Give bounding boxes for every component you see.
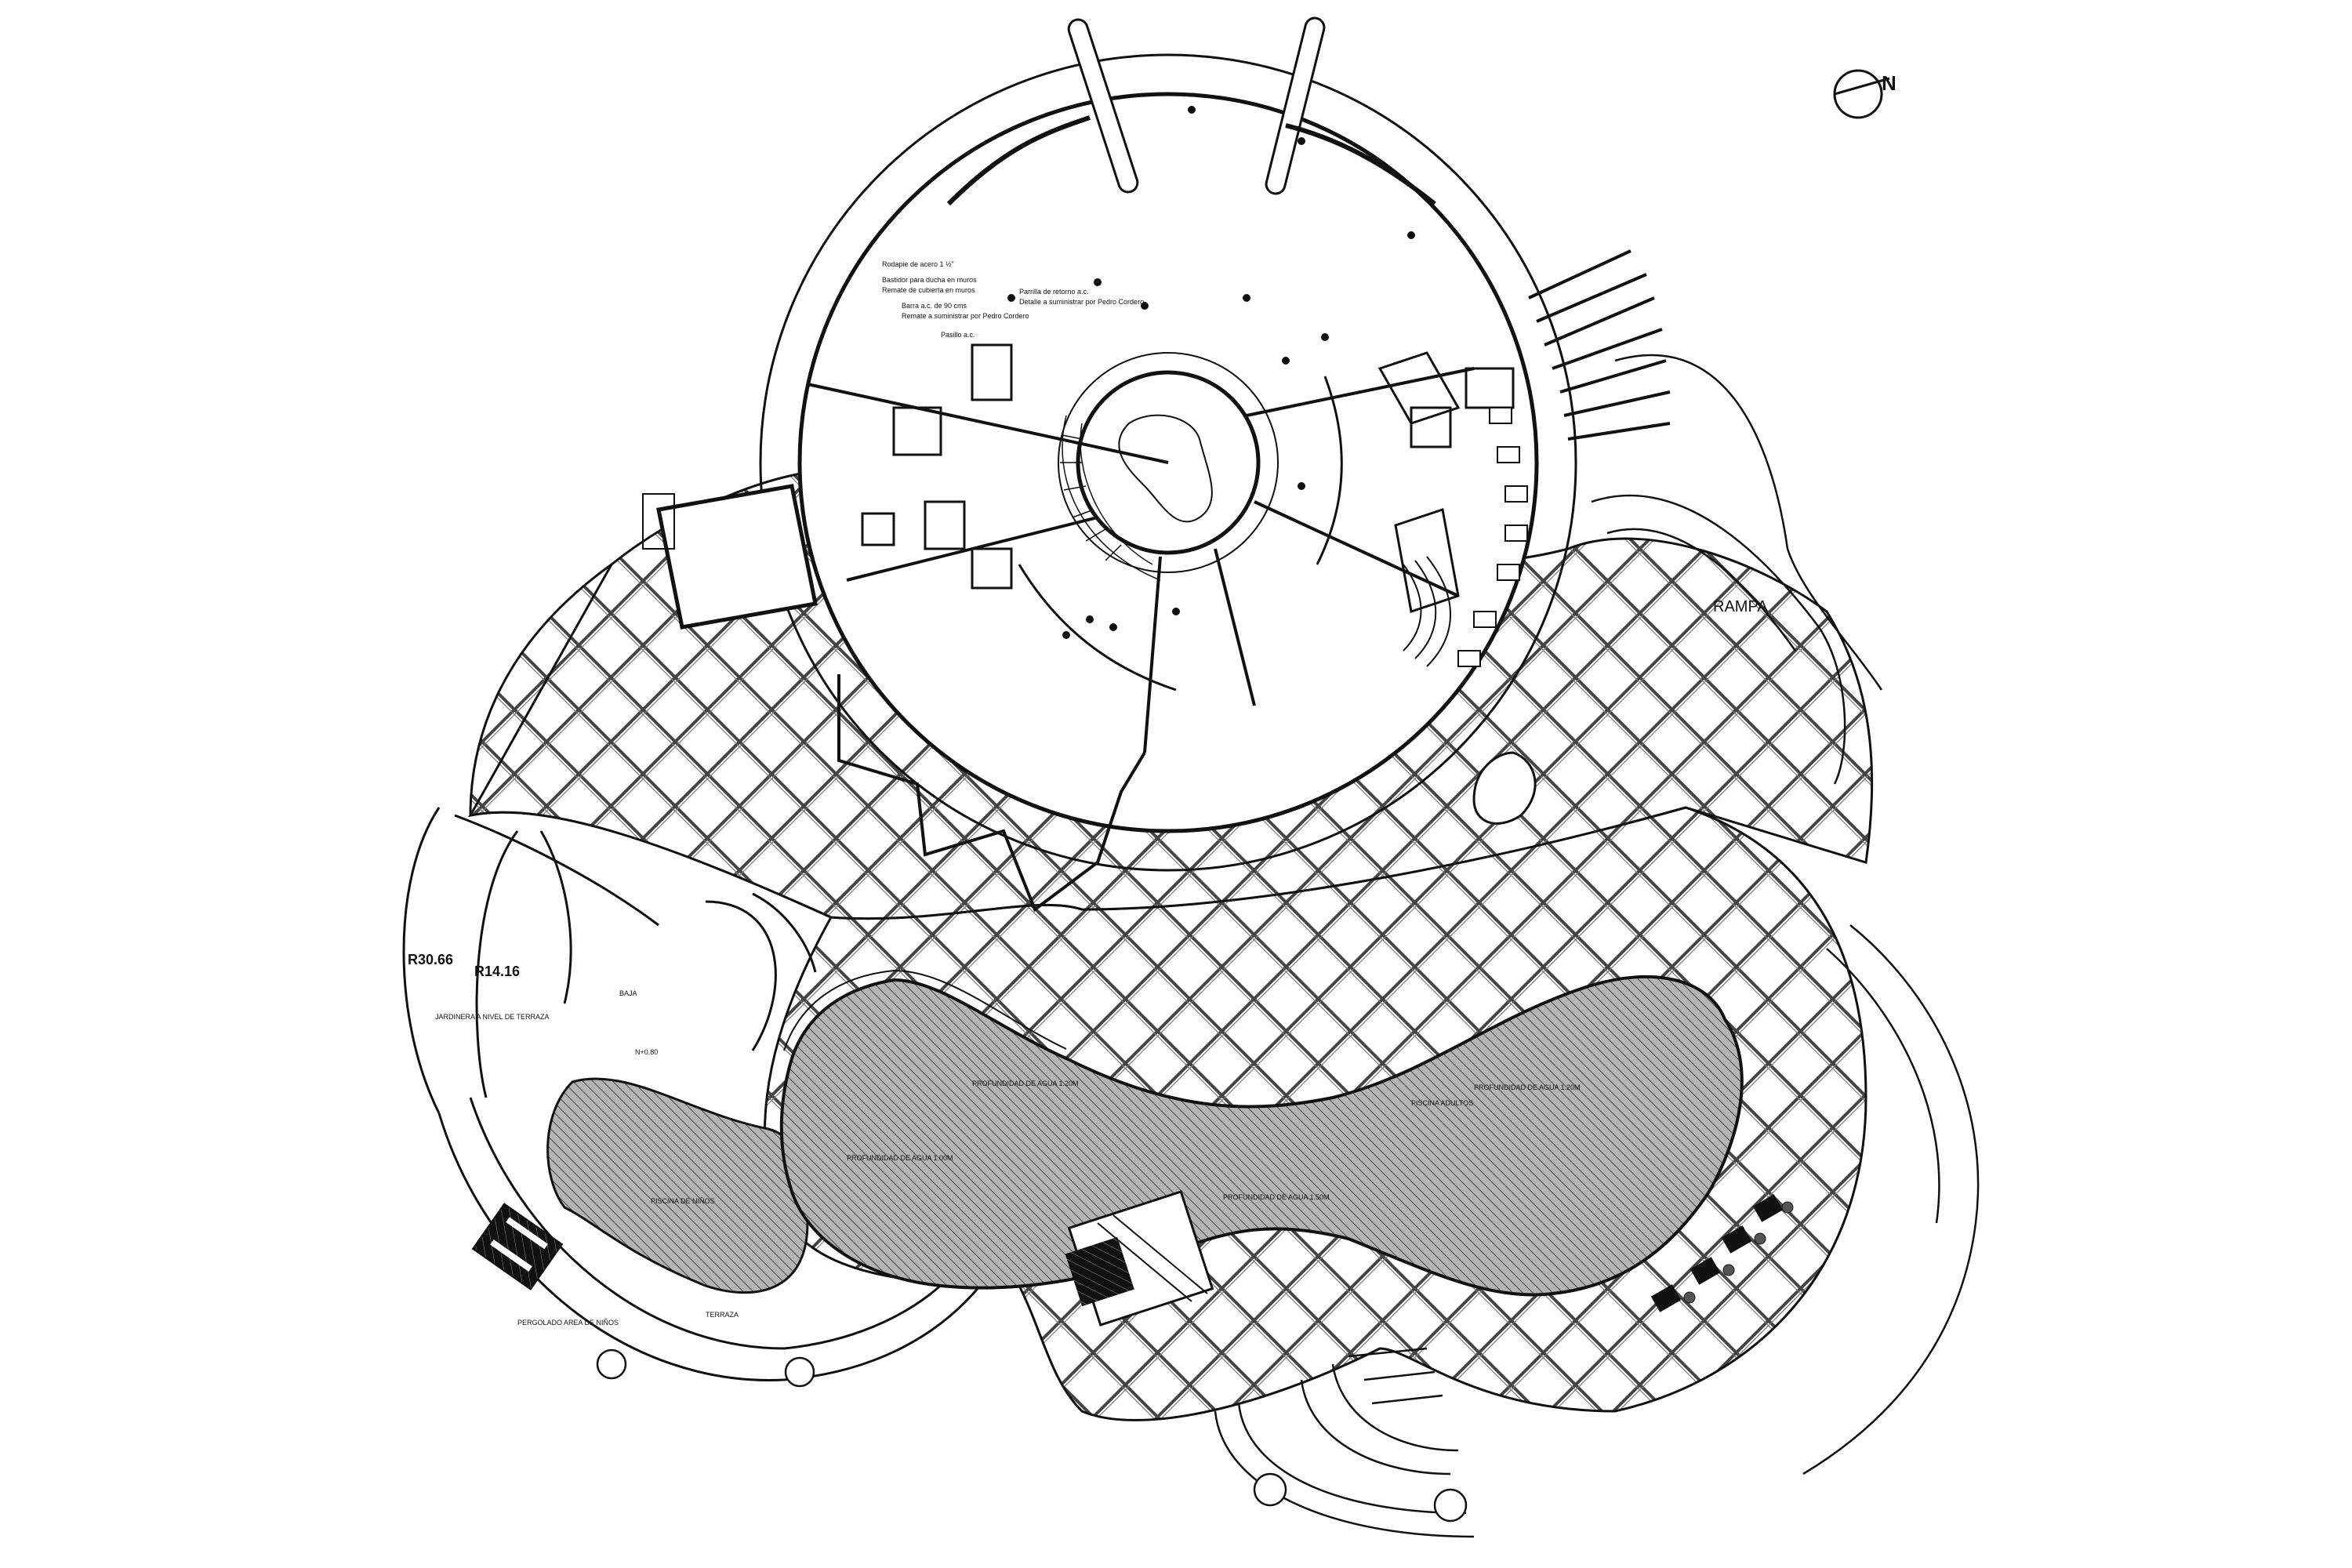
kitchen-note: Remate a suministrar por Pedro Cordero	[902, 312, 1029, 320]
kitchen-note: Rodapie de acero 1 ½"	[882, 260, 954, 268]
north-arrow: N	[1833, 69, 1896, 119]
garden-circles	[596, 1348, 815, 1388]
pool-note: PISCINA DE NIÑOS	[651, 1197, 715, 1205]
lounge-chairs	[1650, 1194, 1794, 1312]
north-label: N	[1882, 71, 1896, 95]
pool-notes: PROFUNDIDAD DE AGUA 1.20M PROFUNDIDAD DE…	[651, 1080, 1581, 1205]
pergola-label: PERGOLADO AREA DE NIÑOS	[517, 1319, 619, 1327]
area-notes: Parrilla de retorno a.c. Detalle a sumin…	[1019, 288, 1144, 306]
zigzag-facade	[837, 674, 1146, 913]
kitchen-note: Barra a.c. de 90 cms	[902, 302, 967, 310]
radius-inner-label: R14.16	[474, 964, 520, 979]
east-louvres	[1528, 249, 1671, 441]
pool-note: PISCINA ADULTOS	[1411, 1099, 1473, 1107]
atrium-pond	[1118, 414, 1213, 523]
area-note: Detalle a suministrar por Pedro Cordero	[1019, 298, 1144, 306]
pool-note: PROFUNDIDAD DE AGUA 1.00M	[847, 1154, 953, 1162]
terrace-label: TERRAZA	[706, 1311, 739, 1319]
main-pool-coping	[783, 969, 1067, 1051]
north-fins	[946, 16, 1436, 206]
kitchen-notes: Rodapie de acero 1 ½" Bastidor para duch…	[882, 260, 1029, 339]
pool-note: PROFUNDIDAD DE AGUA 1.20M	[972, 1080, 1079, 1087]
area-note: Parrilla de retorno a.c.	[1019, 288, 1089, 296]
west-wing	[656, 484, 818, 630]
pergola-deck	[471, 1203, 564, 1290]
radius-outer-label: R30.66	[408, 952, 453, 967]
access-ramp	[1591, 354, 1980, 1475]
kitchen-note: Remate de cubierta en muros	[882, 286, 975, 294]
garden-label: JARDINERA A NIVEL DE TERRAZA	[435, 1013, 550, 1021]
pool-note: PROFUNDIDAD DE AGUA 1.50M	[1223, 1193, 1330, 1201]
main-building	[642, 53, 1577, 913]
drop-planter	[1472, 751, 1537, 825]
stairs-label: BAJA	[619, 989, 637, 997]
kitchen-note: Bastidor para ducha en muros	[882, 276, 977, 284]
kitchen-note: Pasillo a.c.	[941, 331, 975, 339]
pool-note: PROFUNDIDAD DE AGUA 1.20M	[1474, 1083, 1581, 1091]
main-pool	[779, 975, 1744, 1297]
pool-bridge	[1065, 1190, 1214, 1327]
amphitheater	[1214, 1347, 1475, 1538]
ramp-label: RAMPA	[1713, 598, 1768, 615]
kids-pool	[546, 1077, 809, 1294]
level-tag: N+0.80	[635, 1048, 658, 1056]
